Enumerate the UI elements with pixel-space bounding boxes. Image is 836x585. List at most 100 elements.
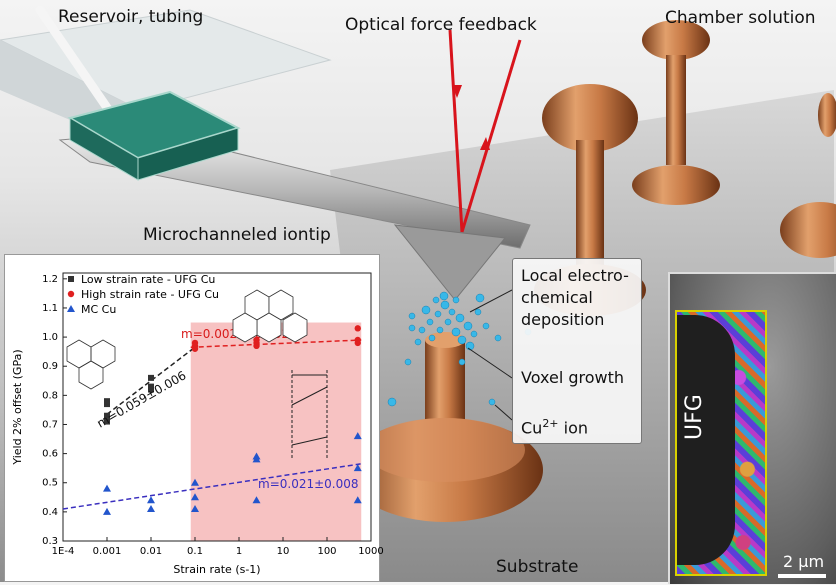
y-tick-label: 0.9	[42, 361, 58, 372]
reservoir	[67, 90, 241, 181]
data-point	[104, 418, 110, 425]
data-point	[191, 493, 199, 501]
high-strain-rate-highlight	[190, 322, 362, 541]
data-point	[191, 504, 199, 512]
scale-bar	[778, 574, 826, 578]
y-tick-label: 1.2	[42, 274, 58, 285]
data-point	[103, 484, 111, 492]
copper-pillar-back	[632, 20, 720, 205]
x-tick-label: 1	[236, 546, 242, 557]
droplet	[432, 296, 440, 304]
tubing	[35, 5, 115, 117]
cu-ion-droplets	[387, 291, 532, 407]
droplet	[463, 321, 473, 331]
droplet	[434, 310, 442, 318]
callout-deposition-line3: deposition	[521, 310, 605, 329]
y-tick-label: 0.4	[42, 507, 58, 518]
legend-marker	[68, 276, 74, 282]
data-point	[103, 507, 111, 515]
label-iontip: Microchanneled iontip	[143, 225, 331, 245]
y-tick-label: 1.0	[42, 332, 58, 343]
y-tick-label: 0.6	[42, 449, 58, 460]
copper-pillar-growing	[347, 332, 543, 522]
data-point	[354, 336, 361, 344]
droplet	[474, 308, 482, 316]
droplet	[452, 296, 460, 304]
data-point	[104, 398, 110, 405]
x-tick-label: 0.1	[187, 546, 203, 557]
data-point	[191, 478, 199, 486]
data-point	[353, 464, 362, 472]
data-point	[353, 432, 362, 440]
data-point	[252, 496, 261, 504]
data-point	[354, 325, 361, 332]
data-point	[148, 383, 154, 390]
callout-deposition-line1: Local electro-	[521, 266, 629, 285]
label-substrate: Substrate	[496, 557, 579, 577]
data-point	[353, 496, 362, 504]
fit-line	[62, 463, 362, 510]
droplet	[482, 322, 490, 330]
grain-sketch-fine	[232, 289, 308, 343]
droplet	[448, 308, 456, 316]
droplet	[494, 334, 502, 342]
label-chamber-solution: Chamber solution	[665, 8, 816, 28]
data-point	[148, 374, 154, 381]
droplet	[426, 318, 434, 326]
iontip-pyramid	[393, 224, 506, 301]
ufg-region	[677, 315, 735, 565]
plot-frame	[62, 272, 372, 542]
copper-pillar-right	[780, 93, 836, 258]
droplet	[451, 327, 461, 337]
scale-bar-label: 2 µm	[783, 552, 825, 571]
y-tick-label: 0.7	[42, 419, 58, 430]
data-point	[253, 336, 260, 344]
droplet	[444, 318, 452, 326]
data-point	[191, 339, 199, 347]
x-tick-label: 1000	[358, 546, 383, 557]
callout-deposition-line2: chemical	[521, 288, 593, 307]
x-tick-label: 0.001	[93, 546, 122, 557]
data-point	[147, 496, 155, 504]
data-points	[103, 325, 362, 515]
droplet	[428, 334, 436, 342]
laser-beam-out	[460, 39, 522, 233]
droplet	[457, 335, 467, 345]
droplet	[387, 397, 397, 407]
x-tick-label: 0.01	[140, 546, 162, 557]
droplet	[458, 358, 466, 366]
grain-sketch-coarse	[66, 339, 116, 390]
droplet	[455, 313, 465, 323]
droplet	[421, 305, 431, 315]
label-optical-force-feedback: Optical force feedback	[345, 15, 537, 35]
droplet	[440, 300, 450, 310]
droplet	[404, 358, 412, 366]
data-point	[252, 452, 261, 460]
y-tick-label: 0.3	[42, 536, 58, 547]
droplet	[436, 326, 444, 334]
label-reservoir: Reservoir, tubing	[58, 7, 204, 27]
callout-box: Local electro- chemical deposition Voxel…	[512, 258, 642, 444]
fit-lines	[62, 339, 362, 510]
ufg-label: UFG	[682, 394, 707, 440]
droplet	[470, 330, 478, 338]
laser-beam-in	[448, 29, 464, 233]
x-tick-label: 1E-4	[52, 546, 75, 557]
droplet	[408, 312, 416, 320]
y-tick-label: 1.1	[42, 303, 58, 314]
y-tick-label: 0.5	[42, 478, 58, 489]
y-axis-label: Yield 2% offset (GPa)	[11, 349, 24, 465]
legend-label: High strain rate - UFG Cu	[81, 288, 219, 301]
droplet	[439, 291, 449, 301]
fit-line	[106, 348, 194, 415]
droplet	[475, 293, 485, 303]
droplet	[488, 398, 496, 406]
droplet	[418, 326, 426, 334]
legend-label: MC Cu	[81, 303, 116, 316]
droplet	[414, 338, 422, 346]
legend-label: Low strain rate - UFG Cu	[81, 273, 215, 286]
indentation-sketch	[291, 370, 328, 460]
